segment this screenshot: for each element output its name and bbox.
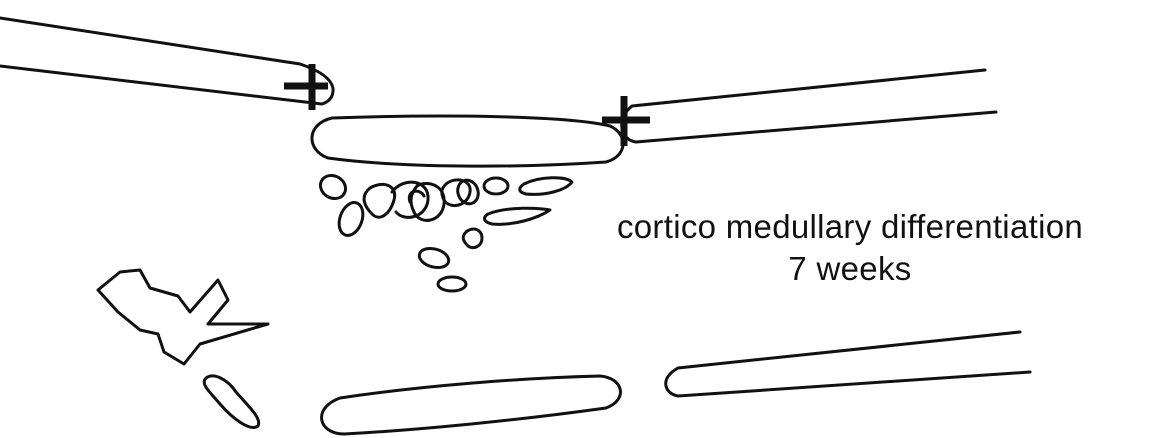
small-droplet bbox=[204, 376, 259, 427]
lower-elongated-body bbox=[322, 376, 621, 434]
diagram-caption: cortico medullary differentiation 7 week… bbox=[560, 206, 1140, 290]
caption-line-2: 7 weeks bbox=[560, 248, 1140, 290]
upper-left-tube bbox=[0, 18, 333, 110]
caption-line-1: cortico medullary differentiation bbox=[560, 206, 1140, 248]
irregular-lobe bbox=[98, 270, 268, 364]
cell-cluster bbox=[316, 171, 572, 291]
upper-elongated-body bbox=[312, 116, 623, 166]
upper-right-tube bbox=[602, 70, 996, 146]
lower-right-tube bbox=[666, 332, 1030, 396]
